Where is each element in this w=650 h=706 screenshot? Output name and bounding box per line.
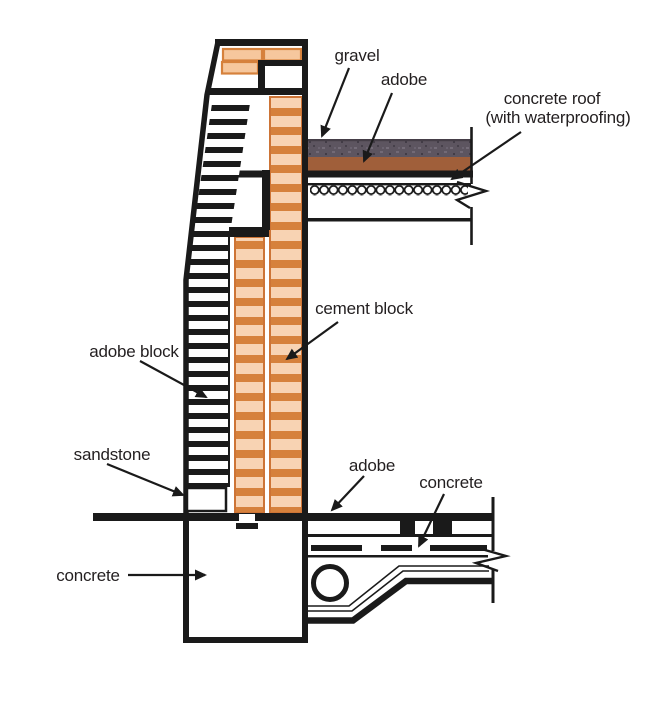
cement-block-column-right <box>269 96 303 514</box>
cap-adobe-brick <box>262 47 303 62</box>
label-gravel: gravel <box>334 46 379 65</box>
slab-underside-thin-line <box>305 570 489 612</box>
adobe-block-arrow <box>139 360 208 398</box>
adobe-layer <box>308 157 471 172</box>
label-cement-block: cement block <box>315 299 413 318</box>
sandstone-arrow <box>106 462 185 497</box>
slab-underside-thin-line <box>305 565 489 607</box>
waterproofing-bubbles <box>310 185 468 196</box>
label-adobe-floor: adobe <box>349 456 395 475</box>
label-concrete-floor: concrete <box>419 473 483 492</box>
floor-line-lower <box>308 555 488 558</box>
roof-slab-top-line <box>238 170 473 178</box>
leader-arrows <box>106 67 522 581</box>
cement-block-column-left <box>234 236 265 514</box>
cap-step-line-vertical <box>258 60 265 88</box>
adobe-roof-arrow <box>362 92 394 163</box>
foundation-bottom-edge <box>183 637 308 643</box>
floor-break-symbol <box>471 546 511 573</box>
foundation-right-edge <box>302 521 308 643</box>
concrete-roof-arrow <box>450 131 522 181</box>
gravel-layer <box>308 139 471 157</box>
floor-block <box>400 521 415 535</box>
keyway-notch-base <box>236 523 258 529</box>
ground-floor-line <box>93 513 493 521</box>
roof-assembly <box>238 127 491 245</box>
concrete-foundation-block <box>183 521 308 643</box>
label-adobe-roof: adobe <box>381 70 427 89</box>
label-adobe-block: adobe block <box>89 342 179 361</box>
cap-step-line-horizontal <box>258 60 302 66</box>
floor-line-upper <box>308 534 493 537</box>
cap-adobe-brick <box>220 60 260 75</box>
label-concrete-roof-sub: (with waterproofing) <box>485 108 630 127</box>
parapet-cap <box>207 39 308 95</box>
floor-slab-structure <box>305 497 511 624</box>
cap-top-line <box>215 39 308 46</box>
waterproofing-line <box>308 183 471 186</box>
adobe-floor-arrow <box>330 475 365 512</box>
keyway-notch <box>239 514 255 523</box>
foundation-left-edge <box>183 521 189 643</box>
labels: gravel adobe concrete roof (with waterpr… <box>56 46 631 585</box>
gravel-top-edge <box>308 139 471 142</box>
slab-underside-thick-line <box>305 577 492 624</box>
wall-left-edge <box>183 41 221 513</box>
floor-block <box>433 521 452 535</box>
cement-block-arrow <box>285 321 339 361</box>
cement-column-cap-line <box>229 227 269 237</box>
wall <box>183 39 308 514</box>
concrete-dash <box>430 545 487 551</box>
label-sandstone: sandstone <box>74 445 151 464</box>
roof-slab-bottom-line <box>308 218 471 222</box>
label-concrete-foundation: concrete <box>56 566 120 585</box>
concrete-dash <box>381 545 412 551</box>
wall-right-edge <box>302 39 308 513</box>
sandstone-block <box>185 486 228 513</box>
concrete-dash <box>311 545 362 551</box>
label-concrete-roof: concrete roof <box>504 89 601 108</box>
cement-block-columns <box>229 96 303 514</box>
gravel-arrow <box>320 67 351 138</box>
pipe-conduit-circle <box>311 564 349 602</box>
cap-adobe-brick <box>221 47 264 62</box>
cap-bottom-line <box>207 88 308 95</box>
floor-and-foundation <box>93 497 511 643</box>
roof-step-vertical-line <box>262 170 270 230</box>
roof-break-symbol <box>454 180 491 210</box>
concrete-floor-arrow <box>418 493 445 548</box>
